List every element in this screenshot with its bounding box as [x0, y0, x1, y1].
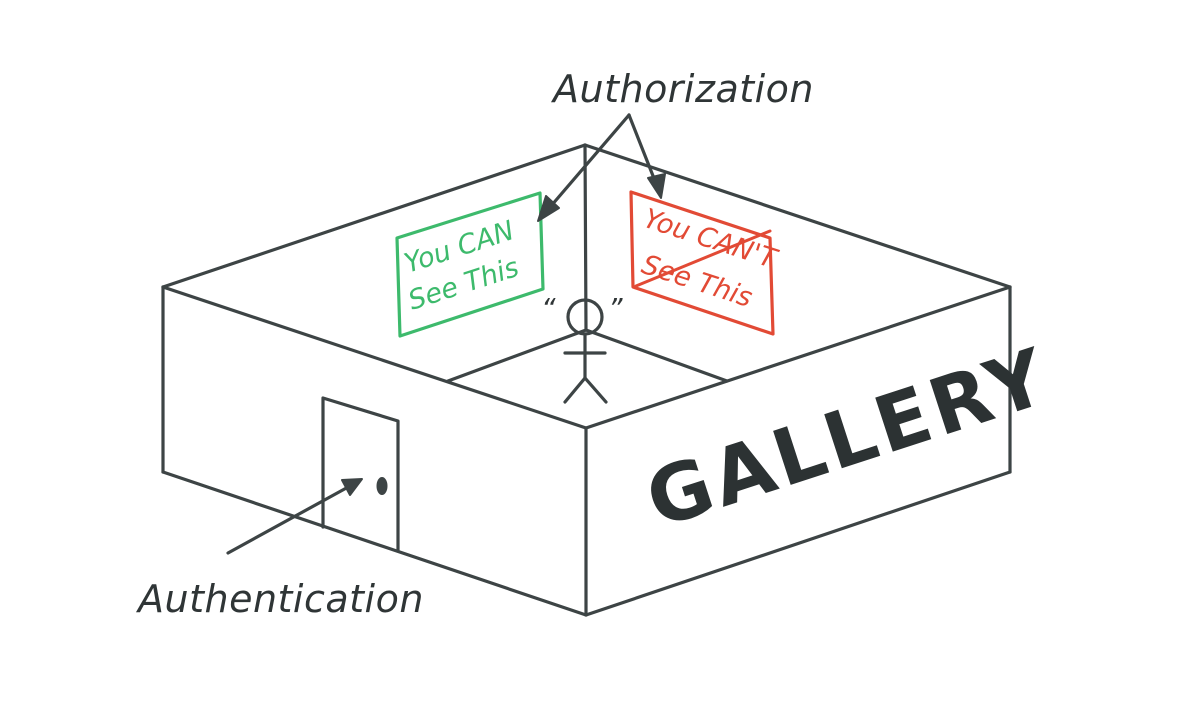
stick-figure: “ ”: [541, 292, 623, 404]
authorization-label: Authorization: [550, 67, 814, 111]
room-front-right-edge: [584, 285, 1012, 430]
authentication-arrow: [226, 478, 363, 555]
door-frame: [321, 396, 400, 552]
figure-right-leg: [583, 376, 608, 404]
sign-allowed-frame: [395, 191, 545, 338]
arrow-to-door: [226, 484, 352, 555]
arrow-to-allowed-sign-head: [537, 195, 560, 222]
sign-denied-strike: [634, 229, 772, 288]
sign-allowed: You CAN See This: [395, 191, 545, 338]
arrow-to-denied-sign-head: [647, 173, 666, 199]
figure-left-leg: [563, 376, 587, 404]
speech-mark-right: ”: [608, 292, 623, 325]
room-back-corner: [583, 143, 588, 332]
arrow-to-allowed-sign: [543, 113, 631, 215]
room-back-right-edge: [583, 143, 1012, 289]
room-back-left-edge: [161, 143, 587, 289]
speech-mark-left: “: [541, 292, 556, 325]
authentication-label: Authentication: [135, 577, 424, 621]
gallery-label: GALLERY: [636, 332, 1061, 547]
room-front-left-edge: [161, 285, 588, 430]
arrow-to-denied-sign: [627, 113, 659, 188]
front-right-wall-bottom: [584, 470, 1012, 617]
gallery-room: [161, 143, 1012, 617]
sign-denied: You CAN'T See This: [629, 190, 782, 336]
authorization-arrows: [537, 113, 666, 222]
arrow-to-door-head: [341, 478, 363, 496]
room-floor-left: [446, 328, 588, 383]
door: [321, 396, 400, 552]
sign-denied-frame: [629, 190, 775, 336]
room-floor-right: [584, 328, 729, 383]
door-knob: [376, 477, 388, 495]
front-left-wall-bottom: [161, 470, 588, 617]
